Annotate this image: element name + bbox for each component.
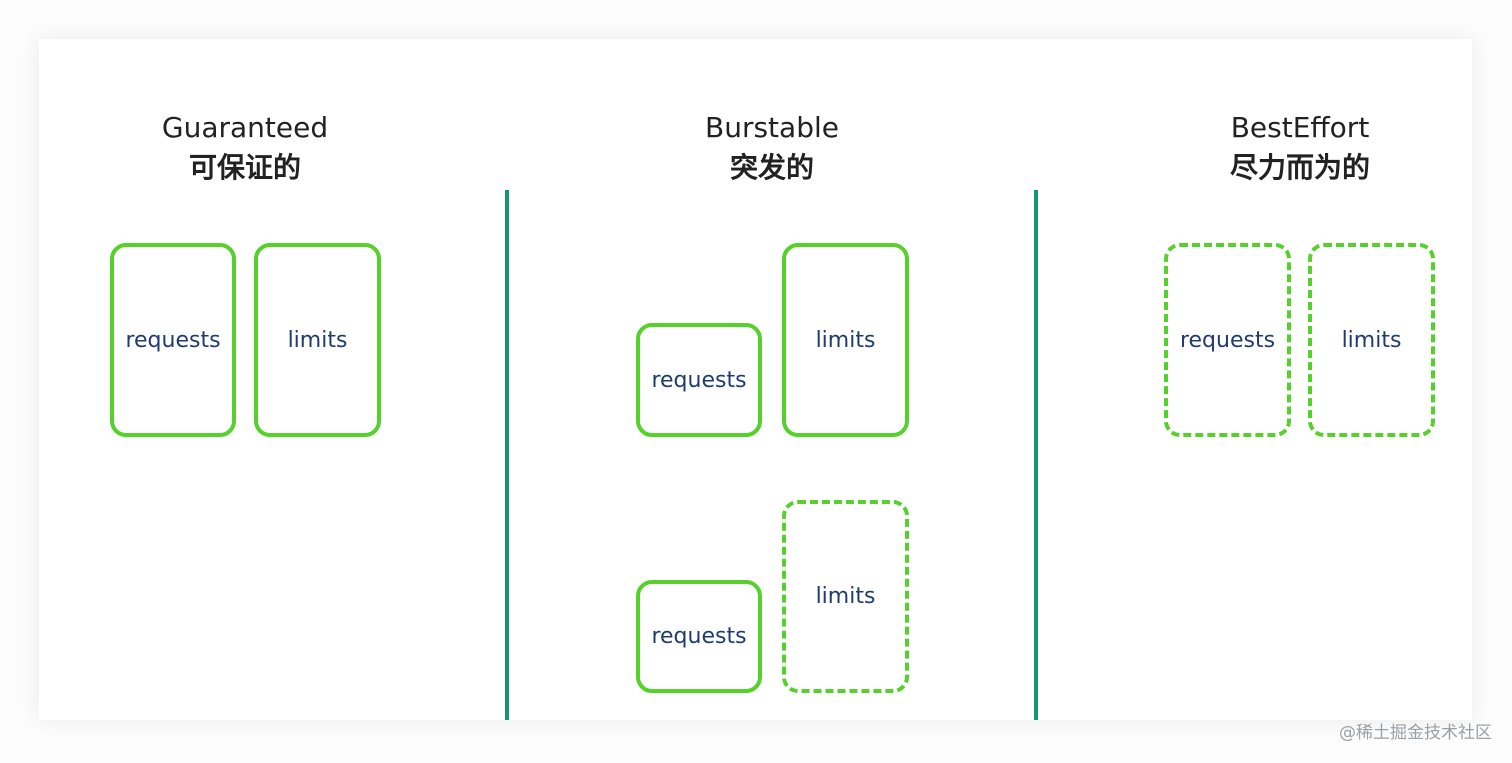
- guaranteed-requests-box: requests: [110, 243, 236, 437]
- diagram-card: [39, 39, 1472, 720]
- besteffort-title-en: BestEffort: [1230, 111, 1370, 144]
- burstable-requests-box-1: requests: [636, 323, 762, 437]
- besteffort-title: BestEffort 尽力而为的: [1150, 108, 1450, 188]
- burstable-requests-box-2: requests: [636, 580, 762, 693]
- burstable-limits-box-1: limits: [782, 243, 909, 437]
- guaranteed-title: Guaranteed 可保证的: [95, 108, 395, 188]
- besteffort-limits-box: limits: [1308, 243, 1435, 437]
- besteffort-requests-box: requests: [1164, 243, 1291, 437]
- burstable-title: Burstable 突发的: [622, 108, 922, 188]
- burstable-title-en: Burstable: [705, 111, 839, 144]
- guaranteed-title-en: Guaranteed: [161, 111, 329, 144]
- guaranteed-limits-box: limits: [254, 243, 381, 437]
- watermark: @稀土掘金技术社区: [1339, 723, 1492, 743]
- burstable-title-zh: 突发的: [729, 151, 814, 184]
- column-divider-right: [1034, 190, 1038, 720]
- besteffort-title-zh: 尽力而为的: [1229, 151, 1370, 184]
- column-divider-left: [505, 190, 509, 720]
- burstable-limits-box-2: limits: [782, 500, 909, 693]
- guaranteed-title-zh: 可保证的: [188, 151, 301, 184]
